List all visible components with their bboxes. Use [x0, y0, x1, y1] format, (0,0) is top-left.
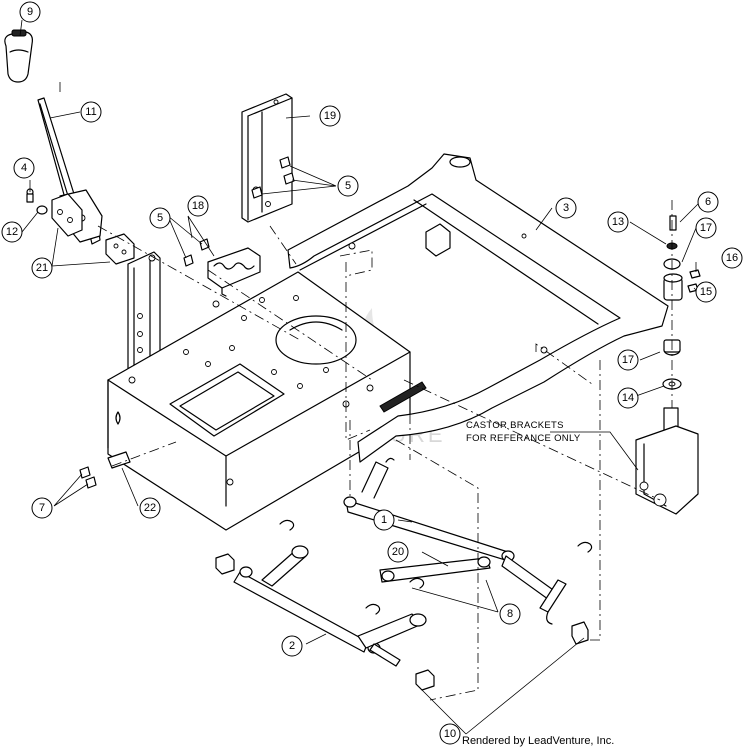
callout-21: 21	[31, 257, 53, 279]
callout-5-lower: 5	[149, 207, 171, 229]
castor-note-line1: CASTOR BRACKETS	[466, 420, 564, 431]
callout-3: 3	[555, 197, 577, 219]
callout-4: 4	[13, 157, 35, 179]
right-lift-arm	[501, 555, 567, 625]
footer-credit: Rendered by LeadVenture, Inc.	[462, 735, 615, 747]
svg-text:9: 9	[27, 6, 33, 18]
washer-bolt-parts	[26, 188, 48, 215]
svg-text:17: 17	[700, 222, 712, 234]
svg-text:1: 1	[381, 514, 387, 526]
callout-11: 11	[80, 101, 102, 123]
pivot-bracket-part	[51, 193, 135, 265]
svg-text:22: 22	[144, 502, 156, 514]
lift-shaft-1	[343, 457, 515, 563]
svg-text:7: 7	[39, 502, 45, 514]
svg-text:19: 19	[324, 110, 336, 122]
castor-note: CASTOR BRACKETS FOR REFERANCE ONLY	[466, 420, 581, 444]
callout-8: 8	[499, 603, 521, 625]
spacers-10	[215, 553, 589, 691]
svg-text:5: 5	[157, 212, 163, 224]
svg-text:13: 13	[612, 216, 624, 228]
svg-text:21: 21	[36, 262, 48, 274]
lift-shaft-2	[233, 545, 427, 667]
callout-9: 9	[19, 1, 41, 23]
bolts-5-upper	[251, 156, 295, 199]
svg-text:5: 5	[345, 180, 351, 192]
main-frame-3	[287, 153, 669, 463]
callout-1: 1	[373, 509, 395, 531]
callout-6: 6	[697, 191, 719, 213]
caster-pivot-hardware	[662, 215, 701, 390]
callout-19: 19	[319, 105, 341, 127]
callout-10: 10	[439, 723, 461, 745]
callout-12: 12	[1, 221, 23, 243]
callout-2: 2	[281, 635, 303, 657]
hair-pins-8	[279, 519, 593, 615]
callout-7: 7	[31, 497, 53, 519]
link-arm-20	[379, 556, 491, 583]
svg-text:3: 3	[563, 202, 569, 214]
svg-text:11: 11	[85, 106, 96, 118]
mower-deck-housing	[107, 271, 411, 531]
callout-20: 20	[387, 541, 409, 563]
callout-15: 15	[695, 281, 717, 303]
svg-text:6: 6	[705, 196, 711, 208]
svg-text:2: 2	[289, 640, 295, 652]
callout-13: 13	[607, 211, 629, 233]
svg-text:10: 10	[444, 728, 456, 740]
leader-lines	[19, 19, 701, 735]
callout-16: 16	[721, 247, 743, 269]
svg-text:12: 12	[6, 226, 18, 238]
svg-text:15: 15	[700, 286, 712, 298]
svg-text:14: 14	[622, 392, 634, 404]
callout-17-lower: 17	[617, 349, 639, 371]
callout-14: 14	[617, 387, 639, 409]
svg-text:16: 16	[726, 252, 738, 264]
callout-18: 18	[187, 195, 209, 217]
height-plate-18	[207, 247, 261, 297]
svg-text:8: 8	[507, 608, 513, 620]
callout-22: 22	[139, 497, 161, 519]
svg-text:17: 17	[622, 354, 634, 366]
handle-grip-part	[4, 29, 33, 83]
callout-17-upper: 17	[695, 217, 717, 239]
svg-text:4: 4	[21, 162, 27, 174]
assembly-lines	[59, 80, 673, 701]
callout-5-upper: 5	[337, 175, 359, 197]
castor-bracket-reference	[635, 407, 699, 515]
castor-note-line2: FOR REFERANCE ONLY	[466, 433, 581, 444]
svg-text:20: 20	[392, 546, 404, 558]
bolts-7-plate-22	[79, 451, 131, 489]
svg-text:18: 18	[192, 200, 204, 212]
